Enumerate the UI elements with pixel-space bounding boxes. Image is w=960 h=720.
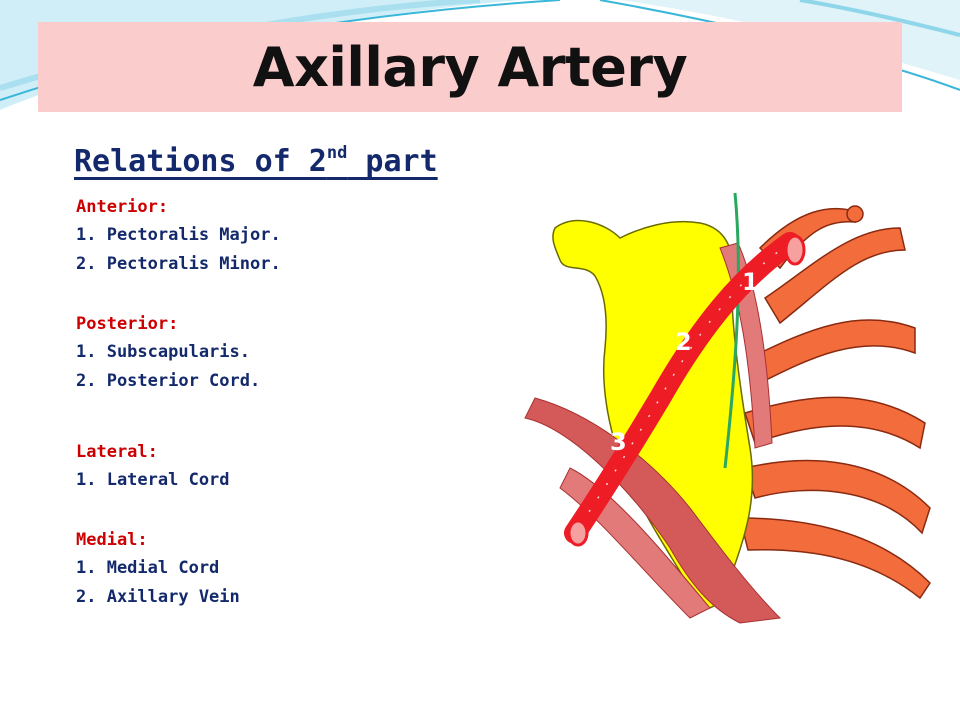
artery-label: 2: [675, 328, 692, 356]
section-posterior: Posterior: 1. Subscapularis. 2. Posterio…: [76, 311, 260, 396]
artery-end: [567, 519, 589, 547]
nerve: [723, 192, 740, 469]
section-anterior: Anterior: 1. Pectoralis Major. 2. Pector…: [76, 194, 281, 279]
rib-label: 5: [905, 549, 913, 564]
list-item: 1. Subscapularis.: [76, 342, 250, 362]
axillary-artery: [564, 232, 801, 544]
section-medial: Medial: 1. Medial Cord 2. Axillary Vein: [76, 527, 240, 612]
slide-subtitle: Relations of 2nd part: [74, 143, 438, 179]
subtitle-end: part: [347, 144, 438, 179]
axillary-artery-illustration: 5 1 2 3: [524, 192, 931, 624]
artery-label: 1: [742, 268, 759, 296]
section-heading: Lateral:: [76, 442, 158, 462]
section-lateral: Lateral: 1. Lateral Cord: [76, 439, 230, 495]
list-item: 2. Pectoralis Minor.: [76, 254, 281, 274]
artery-end: [784, 234, 806, 266]
title-bar: Axillary Artery: [38, 22, 902, 112]
list-item: 2. Posterior Cord.: [76, 371, 261, 391]
list-item: 2. Axillary Vein: [76, 587, 240, 607]
section-heading: Medial:: [76, 530, 148, 550]
subtitle-main: Relations of 2: [74, 144, 327, 179]
artery-label: 3: [610, 428, 627, 456]
list-item: 1. Lateral Cord: [76, 470, 230, 490]
slide-title: Axillary Artery: [252, 35, 688, 99]
subtitle-ordinal: nd: [326, 143, 348, 163]
section-heading: Posterior:: [76, 314, 179, 334]
list-item: 1. Pectoralis Major.: [76, 225, 281, 245]
section-heading: Anterior:: [76, 197, 169, 217]
list-item: 1. Medial Cord: [76, 558, 220, 578]
